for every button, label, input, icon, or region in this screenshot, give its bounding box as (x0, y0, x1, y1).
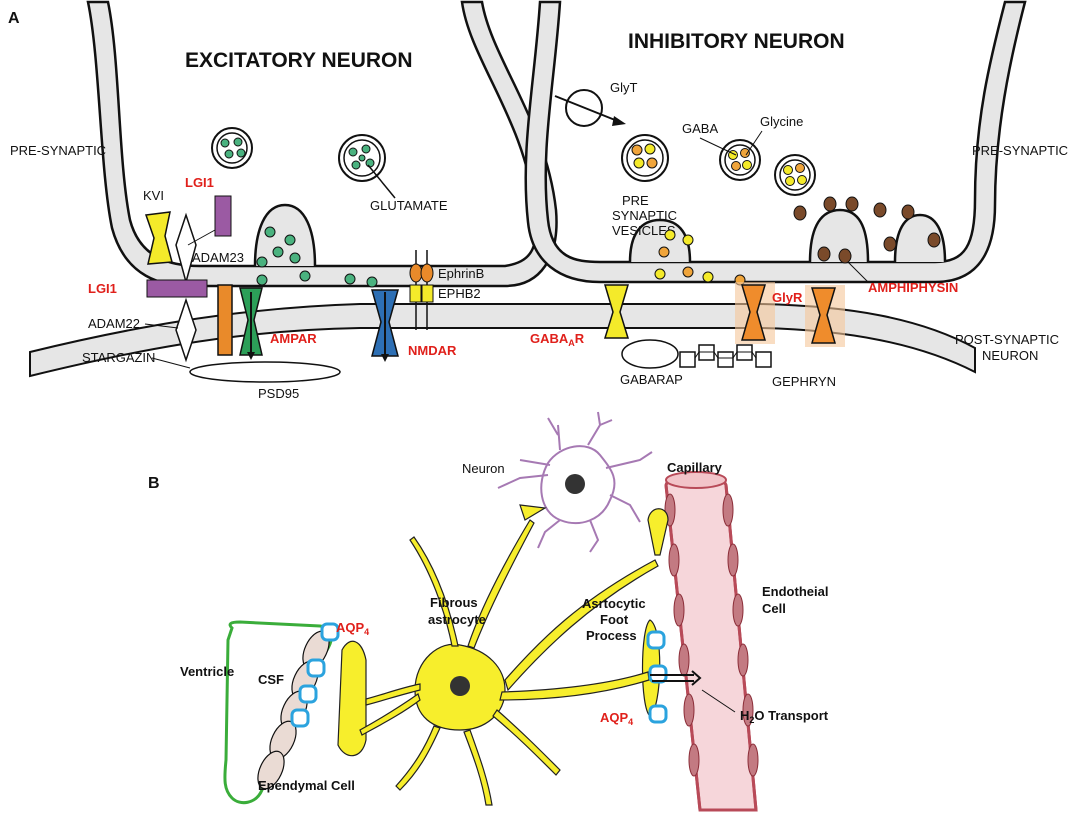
endothelial-label-1: Endotheial (762, 584, 828, 599)
capillary (664, 471, 758, 812)
glutamate-vesicle (338, 134, 386, 182)
ephb2-protein (409, 284, 434, 303)
vesicle-small (211, 127, 253, 169)
panel-b-label: B (148, 475, 160, 492)
neuron-cell (497, 411, 653, 553)
ampar-label: AMPAR (270, 331, 317, 346)
capillary-label: Capillary (667, 460, 723, 475)
pre-synaptic-label-left: PRE-SYNAPTIC (10, 143, 106, 158)
glyr-receptor-1 (740, 284, 767, 341)
foot-process-label-3: Process (586, 628, 637, 643)
ventricle-boundary (223, 620, 334, 805)
ependymal-label: Ependymal Cell (258, 778, 355, 793)
gephryn-label: GEPHRYN (772, 374, 836, 389)
aqp4-channels-right (646, 630, 668, 724)
gabaar-label: GABAAR (530, 331, 585, 348)
astrocyte-nucleus (450, 676, 470, 696)
ephb2-label: EPHB2 (438, 286, 481, 301)
pre-vesicles-label-3: VESICLES (612, 223, 676, 238)
foot-process-label-1: Asrtocytic (582, 596, 646, 611)
pre-vesicles-label-1: PRE (622, 193, 649, 208)
adam22-label: ADAM22 (88, 316, 140, 331)
excitatory-presynaptic-membrane (86, 0, 558, 288)
excitatory-exocytosis-pocket (253, 203, 317, 267)
stargazin-label: STARGAZIN (82, 350, 155, 365)
ampar-orange-subunit (217, 284, 233, 356)
gephyrin-lattice (679, 344, 772, 368)
pre-synaptic-label-right: PRE-SYNAPTIC (972, 143, 1068, 158)
glutamate-molecules (256, 226, 378, 288)
post-synaptic-label: POST-SYNAPTIC (955, 332, 1059, 347)
neuron-label-b: Neuron (462, 461, 505, 476)
aqp4-left-label: AQP4 (336, 620, 369, 637)
gabaa-receptor (603, 284, 630, 339)
gaba-glycine-vesicle-2 (719, 139, 761, 181)
glyr-label: GlyR (772, 290, 803, 305)
lgi1-top-protein (214, 195, 232, 237)
inhibitory-neuron-title: INHIBITORY NEURON (628, 30, 845, 53)
gabarap-label: GABARAP (620, 372, 683, 387)
ephrinb-label: EphrinB (438, 266, 484, 281)
gabarap-protein (621, 339, 679, 369)
neuron-label: NEURON (982, 348, 1038, 363)
fibrous-astrocyte-label-1: Fibrous (430, 595, 478, 610)
h2o-transport-arrows (650, 670, 702, 686)
inhibitory-presynaptic-membrane (524, 0, 1027, 284)
pre-vesicles-label-2: SYNAPTIC (612, 208, 677, 223)
amphiphysin-molecules (793, 196, 941, 264)
amphiphysin-label: AMPHIPHYSIN (868, 280, 958, 295)
lgi1-left-protein (146, 279, 208, 298)
ventricle-label: Ventricle (180, 664, 234, 679)
lgi1-left-label: LGI1 (88, 281, 117, 296)
adam23-label: ADAM23 (192, 250, 244, 265)
gaba-glycine-molecules (654, 229, 746, 286)
fibrous-astrocyte (337, 504, 669, 806)
lgi1-top-label: LGI1 (185, 175, 214, 190)
gaba-label: GABA (682, 121, 718, 136)
glyt-label: GlyT (610, 80, 638, 95)
h2o-transport-label: H2O Transport (740, 708, 829, 725)
endothelial-label-2: Cell (762, 601, 786, 616)
foot-process-label-2: Foot (600, 612, 629, 627)
gaba-glycine-vesicle-3 (774, 154, 816, 196)
psd95-scaffold (189, 361, 341, 383)
kv1-label: KVI (143, 188, 164, 203)
panel-a-label: A (8, 10, 20, 27)
gaba-glycine-vesicle-1 (621, 134, 669, 182)
adam22-protein (175, 297, 197, 363)
psd95-label: PSD95 (258, 386, 299, 401)
fibrous-astrocyte-label-2: astrocyte (428, 612, 486, 627)
csf-label: CSF (258, 672, 284, 687)
aqp4-channels-left (290, 622, 340, 728)
glyr-receptor-2 (810, 287, 837, 344)
glycine-label: Glycine (760, 114, 803, 129)
inhibitory-endocytosis-pocket-2 (893, 213, 947, 263)
kv1-channel (144, 211, 173, 265)
nmdar-label: NMDAR (408, 343, 457, 358)
excitatory-neuron-title: EXCITATORY NEURON (185, 49, 413, 72)
aqp4-right-label: AQP4 (600, 710, 633, 727)
glutamate-label: GLUTAMATE (370, 198, 448, 213)
